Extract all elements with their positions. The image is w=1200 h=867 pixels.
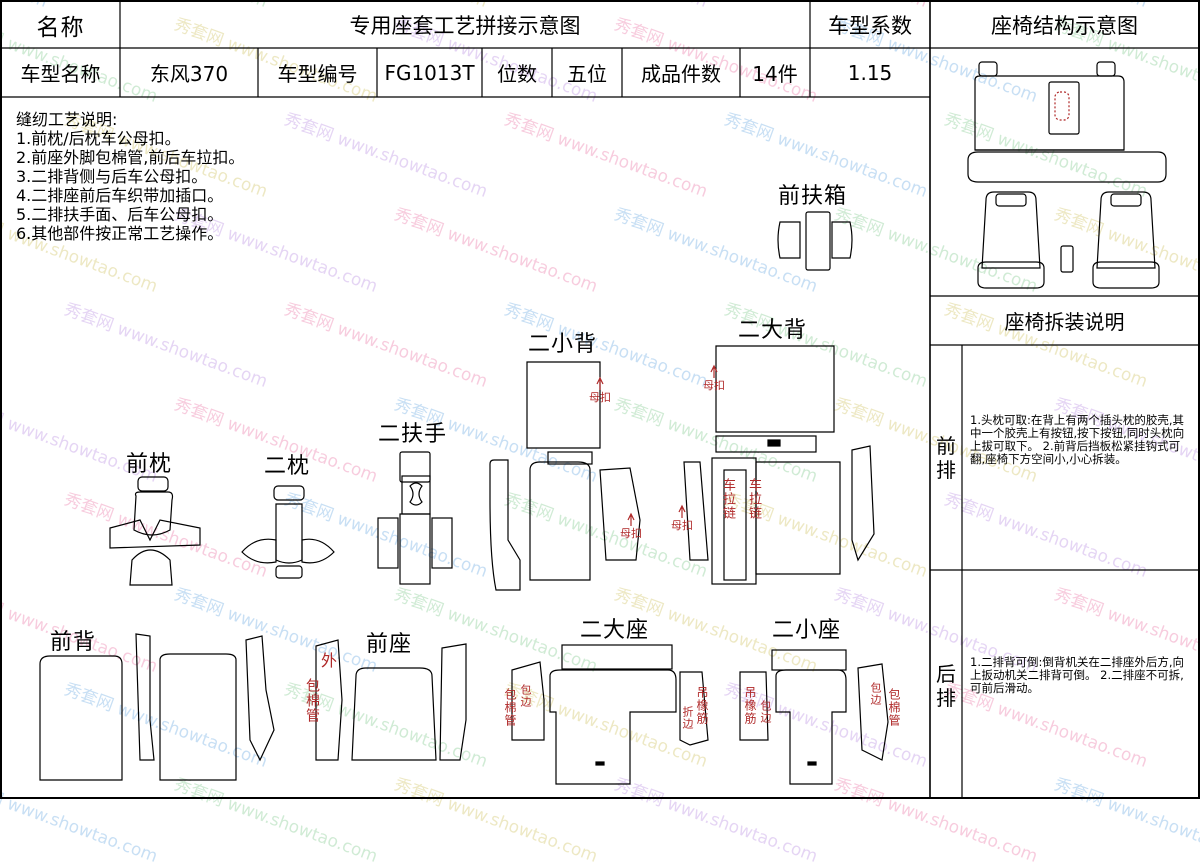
annotation-foam-tube: 包棉管 <box>503 688 517 727</box>
label-second-small-back: 二小背 <box>528 332 598 357</box>
label-front-armbox: 前扶箱 <box>778 184 848 209</box>
model-name-label: 车型名称 <box>20 62 101 86</box>
piece-second-small-back <box>489 361 641 591</box>
annotation-foam-tube: 包棉管 <box>887 688 901 727</box>
name-label: 名称 <box>36 14 85 41</box>
annotation-zipper: 车拉链 <box>720 478 735 520</box>
pieces-value: 14件 <box>752 62 798 86</box>
sheet-border <box>0 0 1200 799</box>
annotation-outer: 外 <box>318 652 337 669</box>
annotation-hook: 吊橡筋 <box>743 686 757 725</box>
annotation-zipper: 车拉链 <box>746 478 761 520</box>
rear-row-instructions: 1.二排背可倒:倒背机关在二排座外后方,向上扳动机关二排背可倒。 2.二排座不可… <box>970 655 1185 695</box>
piece-front-headrest <box>109 476 201 586</box>
piece-second-big-seat <box>511 644 709 785</box>
sewing-notes-title: 缝纫工艺说明: <box>16 110 118 129</box>
label-second-headrest: 二枕 <box>264 454 311 479</box>
label-second-armrest: 二扶手 <box>378 422 448 447</box>
model-no: FG1013T <box>384 60 475 85</box>
model-no-label: 车型编号 <box>277 62 358 86</box>
piece-front-armbox <box>777 211 853 271</box>
annotation-snap: 母扣 <box>671 519 693 532</box>
seat-structure-diagram <box>967 61 1167 289</box>
sewing-note: 1.前枕/后枕车公母扣。 <box>16 129 181 148</box>
seats-label: 位数 <box>497 62 537 86</box>
annotation-snap: 母扣 <box>620 527 642 540</box>
label-front-seat: 前座 <box>366 632 413 657</box>
front-row-label: 前排 <box>936 434 956 482</box>
label-second-big-seat: 二大座 <box>580 618 650 643</box>
annotation-foam-tube: 包棉管 <box>304 678 320 723</box>
piece-front-back <box>39 633 275 781</box>
coef-label: 车型系数 <box>828 13 912 38</box>
page-title: 专用座套工艺拼接示意图 <box>349 13 581 38</box>
annotation-edge-fold: 包边 <box>519 684 532 708</box>
piece-front-seat <box>315 639 467 761</box>
annotation-fold-edge: 折边 <box>681 706 694 730</box>
label-front-back: 前背 <box>50 630 97 655</box>
rear-row-label: 后排 <box>936 662 956 710</box>
annotation-hook: 吊橡筋 <box>695 686 709 725</box>
seats-value: 五位 <box>567 62 607 86</box>
pieces-label: 成品件数 <box>641 62 721 86</box>
structure-title: 座椅结构示意图 <box>991 13 1138 38</box>
annotation-snap: 母扣 <box>589 391 611 404</box>
sewing-note: 4.二排座前后车织带加插口。 <box>16 186 224 205</box>
label-front-headrest: 前枕 <box>126 452 173 477</box>
model-name: 东风370 <box>149 62 229 86</box>
piece-second-headrest <box>241 485 335 579</box>
disassembly-title: 座椅拆装说明 <box>1004 310 1125 334</box>
piece-second-armrest <box>377 451 453 585</box>
front-row-instructions: 1.头枕可取:在背上有两个插头枕的胶壳,其中一个胶壳上有按钮,按下按钮,同时头枕… <box>970 413 1185 466</box>
sewing-note: 5.二排扶手面、后车公母扣。 <box>16 205 224 224</box>
sewing-note: 2.前座外脚包棉管,前后车拉扣。 <box>16 148 245 167</box>
label-second-big-back: 二大背 <box>738 318 808 343</box>
piece-second-big-back <box>683 345 875 585</box>
annotation-edge-fold: 包边 <box>759 700 772 724</box>
annotation-edge-fold: 包边 <box>869 682 882 706</box>
annotation-snap: 母扣 <box>703 379 725 392</box>
coefficient-value: 1.15 <box>847 60 893 85</box>
snap-markers <box>596 364 718 526</box>
sewing-notes: 缝纫工艺说明: 1.前枕/后枕车公母扣。 2.前座外脚包棉管,前后车拉扣。 3.… <box>16 110 244 243</box>
piece-second-small-seat <box>739 649 889 785</box>
sewing-note: 3.二排背侧与后车公母扣。 <box>16 167 208 186</box>
pattern-drawing <box>0 0 1200 799</box>
label-second-small-seat: 二小座 <box>772 618 842 643</box>
sewing-note: 6.其他部件按正常工艺操作。 <box>16 224 224 243</box>
